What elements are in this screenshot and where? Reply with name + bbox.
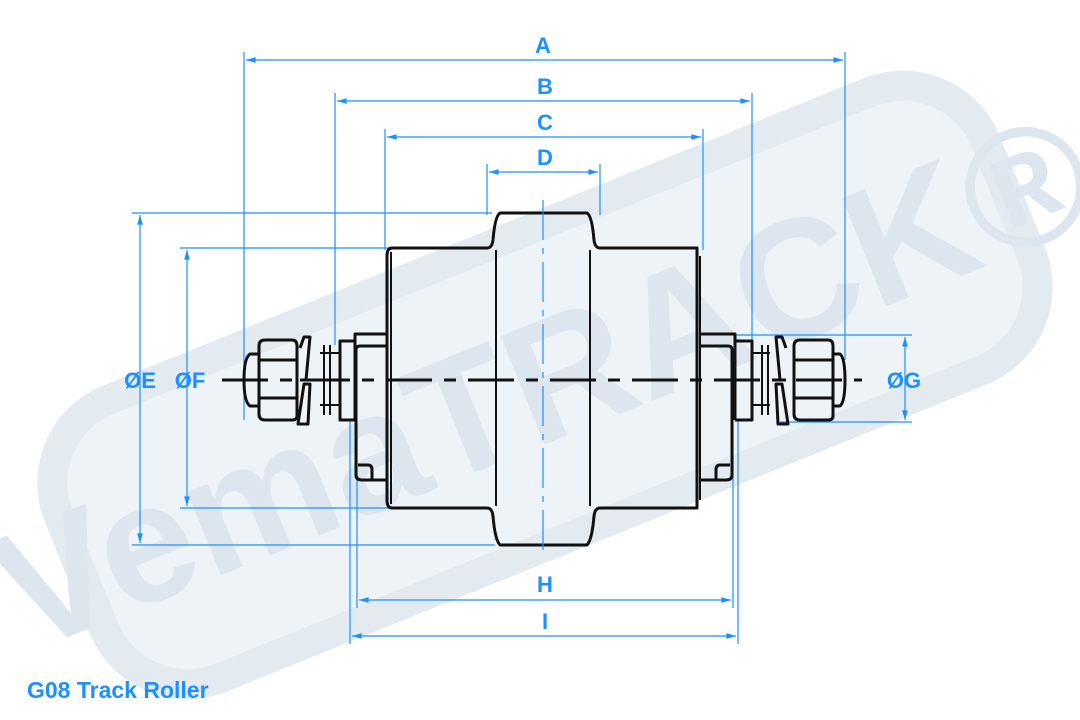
dim-i-label: I xyxy=(542,609,548,634)
left-nut xyxy=(242,338,299,422)
dim-h-label: H xyxy=(537,572,553,597)
dim-c-label: C xyxy=(537,110,553,135)
extension-lines xyxy=(132,52,912,644)
dim-f-label: ØF xyxy=(175,368,206,393)
dimension-lines xyxy=(137,57,908,639)
roller-body xyxy=(385,211,699,547)
dim-e-label: ØE xyxy=(124,368,156,393)
roller-part xyxy=(222,200,862,555)
diagram-title: G08 Track Roller xyxy=(27,677,209,703)
dim-a-label: A xyxy=(535,33,551,58)
dim-g-label: ØG xyxy=(887,368,921,393)
right-hub xyxy=(700,332,737,482)
right-nut xyxy=(792,338,847,422)
dim-d-label: D xyxy=(537,145,553,170)
dim-b-label: B xyxy=(537,74,553,99)
left-hub xyxy=(353,332,387,482)
